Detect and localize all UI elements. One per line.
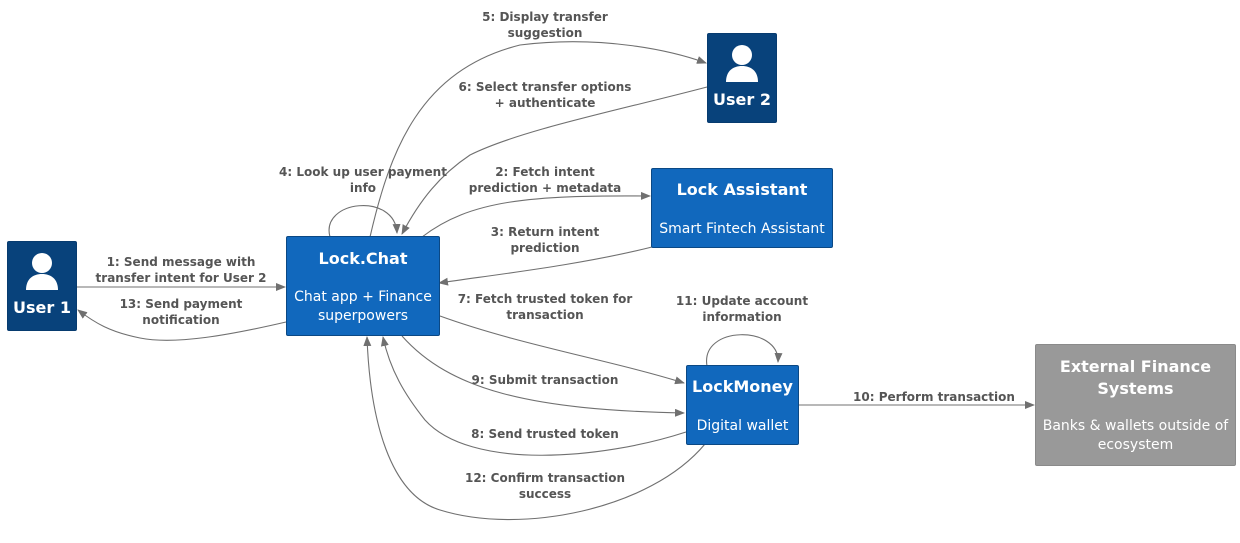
external-finance-systems-title: External Finance Systems bbox=[1059, 357, 1212, 398]
edge-4-label: 4: Look up user payment info bbox=[279, 165, 447, 195]
edge-10-label: 10: Perform transaction bbox=[853, 390, 1015, 404]
user-2-node[interactable]: User 2 bbox=[707, 33, 777, 123]
edge-11-arrow bbox=[706, 334, 783, 367]
edge-8-arrow bbox=[380, 336, 687, 456]
edge-3-arrow bbox=[438, 246, 653, 286]
user-2-title: User 2 bbox=[713, 90, 771, 109]
edge-2-label: 2: Fetch intent prediction + metadata bbox=[468, 165, 622, 195]
lock-assistant-description: Smart Fintech Assistant bbox=[659, 221, 825, 237]
edge-11-label: 11: Update account information bbox=[675, 294, 809, 324]
person-icon bbox=[726, 45, 758, 82]
edge-2-arrow bbox=[421, 191, 651, 238]
edge-12-label: 12: Confirm transaction success bbox=[464, 471, 626, 501]
edge-3-label: 3: Return intent prediction bbox=[490, 225, 600, 255]
edge-9-label: 9: Submit transaction bbox=[471, 373, 619, 387]
lock-chat-title: Lock.Chat bbox=[318, 249, 408, 268]
edge-13-arrow bbox=[77, 309, 287, 341]
edge-8-label: 8: Send trusted token bbox=[471, 427, 619, 441]
edge-5-label: 5: Display transfer suggestion bbox=[482, 10, 608, 40]
lock-chat-description: Chat app + Finance superpowers bbox=[294, 289, 432, 324]
external-finance-systems-node[interactable]: External Finance Systems Banks & wallets… bbox=[1035, 344, 1236, 466]
edge-4-arrow bbox=[328, 205, 401, 238]
user-1-title: User 1 bbox=[13, 298, 71, 317]
person-icon bbox=[26, 253, 58, 290]
user-1-node[interactable]: User 1 bbox=[7, 241, 77, 331]
edge-7-arrow bbox=[439, 315, 685, 385]
lock-chat-node[interactable]: Lock.Chat Chat app + Finance superpowers bbox=[286, 236, 440, 336]
edge-9-arrow bbox=[401, 335, 685, 417]
lockmoney-description: Digital wallet bbox=[696, 418, 789, 434]
edge-5-arrow bbox=[369, 41, 707, 238]
external-finance-systems-description: Banks & wallets outside of ecosystem bbox=[1042, 418, 1229, 453]
edge-1-label: 1: Send message with transfer intent for… bbox=[95, 255, 267, 285]
lock-assistant-title: Lock Assistant bbox=[676, 180, 808, 199]
edge-12-arrow bbox=[363, 336, 706, 521]
edge-13-label: 13: Send payment notification bbox=[119, 297, 243, 327]
lockmoney-title: LockMoney bbox=[692, 377, 793, 396]
edge-6-label: 6: Select transfer options + authenticat… bbox=[458, 80, 632, 110]
edge-6-arrow bbox=[401, 86, 708, 235]
edge-7-label: 7: Fetch trusted token for transaction bbox=[457, 292, 633, 322]
lockmoney-node[interactable]: LockMoney Digital wallet bbox=[686, 365, 799, 445]
lock-assistant-node[interactable]: Lock Assistant Smart Fintech Assistant bbox=[651, 168, 833, 248]
